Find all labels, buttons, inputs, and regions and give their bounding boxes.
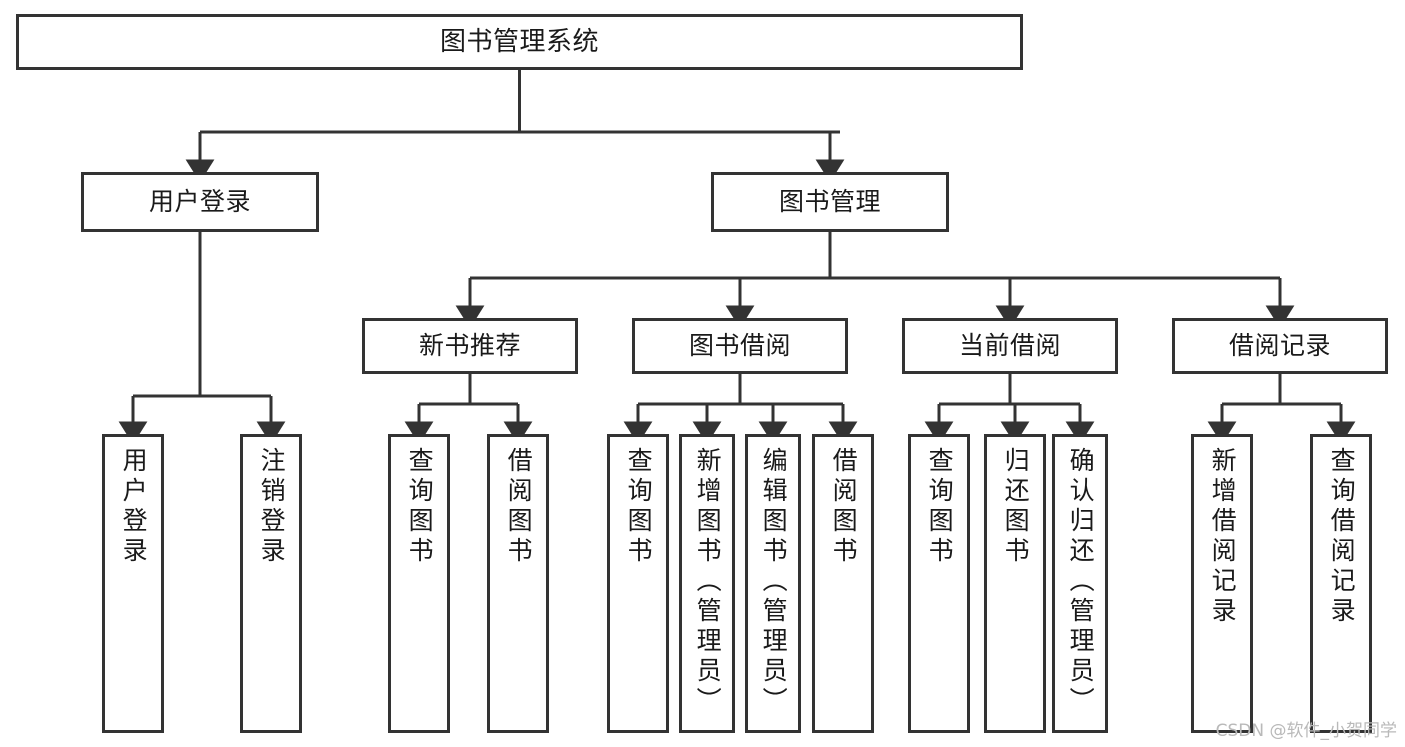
node-label: 借阅记录 (1228, 331, 1331, 361)
node-level3-borrow-record[interactable]: 借阅记录 (1172, 318, 1388, 374)
node-label: 借阅图书 (829, 447, 859, 567)
node-label: 查询图书 (405, 447, 435, 567)
node-level3-new-book-recommend[interactable]: 新书推荐 (362, 318, 578, 374)
node-level2-user-login[interactable]: 用户登录 (81, 172, 319, 232)
node-leaf-borrow-book[interactable]: 借阅图书 (812, 434, 874, 733)
node-label: 编辑图书（管理员） (759, 447, 789, 717)
node-leaf-confirm-return-admin[interactable]: 确认归还（管理员） (1052, 434, 1108, 733)
node-label: 新增图书（管理员） (693, 447, 723, 717)
node-leaf-borrow-book-recommend[interactable]: 借阅图书 (487, 434, 549, 733)
node-label: 注销登录 (257, 447, 287, 567)
node-level3-current-borrow[interactable]: 当前借阅 (902, 318, 1118, 374)
node-label: 当前借阅 (958, 331, 1061, 361)
node-root[interactable]: 图书管理系统 (16, 14, 1023, 70)
node-label: 新增借阅记录 (1208, 447, 1238, 627)
node-level3-book-borrow[interactable]: 图书借阅 (632, 318, 848, 374)
node-label: 新书推荐 (418, 331, 521, 361)
node-label: 查询图书 (624, 447, 654, 567)
node-leaf-query-book-borrow[interactable]: 查询图书 (607, 434, 669, 733)
node-leaf-query-book-recommend[interactable]: 查询图书 (388, 434, 450, 733)
node-leaf-logout[interactable]: 注销登录 (240, 434, 302, 733)
node-root-label: 图书管理系统 (439, 26, 599, 57)
node-level2-book-management[interactable]: 图书管理 (711, 172, 949, 232)
node-label: 借阅图书 (504, 447, 534, 567)
node-label: 用户登录 (119, 447, 149, 567)
node-leaf-edit-book-admin[interactable]: 编辑图书（管理员） (745, 434, 801, 733)
node-leaf-query-borrow-record[interactable]: 查询借阅记录 (1310, 434, 1372, 733)
node-label: 确认归还（管理员） (1066, 447, 1096, 717)
node-label: 归还图书 (1001, 447, 1031, 567)
node-leaf-add-book-admin[interactable]: 新增图书（管理员） (679, 434, 735, 733)
node-label: 查询借阅记录 (1327, 447, 1357, 627)
csdn-watermark: CSDN @软件_小贺同学 (1215, 721, 1397, 741)
node-leaf-user-login[interactable]: 用户登录 (102, 434, 164, 733)
node-label: 图书借阅 (688, 331, 791, 361)
node-leaf-return-book[interactable]: 归还图书 (984, 434, 1046, 733)
node-leaf-add-borrow-record[interactable]: 新增借阅记录 (1191, 434, 1253, 733)
node-label: 用户登录 (148, 187, 251, 217)
node-label: 图书管理 (778, 187, 881, 217)
node-leaf-query-book-current[interactable]: 查询图书 (908, 434, 970, 733)
node-label: 查询图书 (925, 447, 955, 567)
